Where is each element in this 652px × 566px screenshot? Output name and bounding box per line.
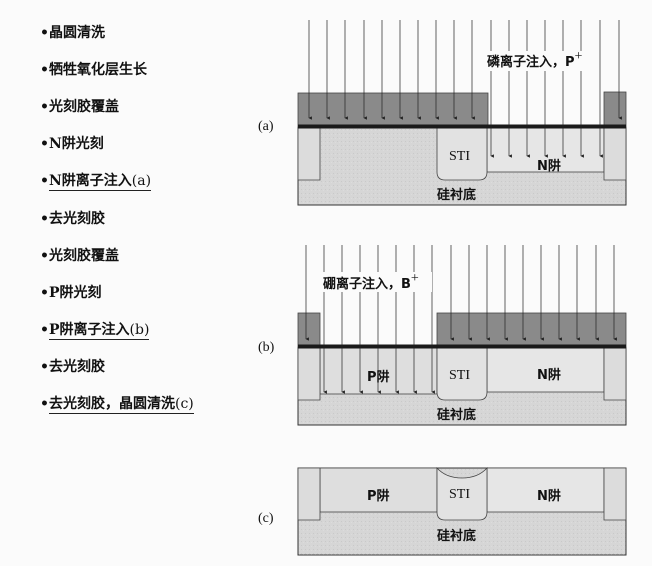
process-step: •N阱光刻: [40, 133, 104, 153]
p-well-label-c: P阱: [367, 489, 390, 504]
p-well: [319, 346, 438, 395]
process-step-label: 光刻胶覆盖: [49, 248, 119, 264]
panel-c-label: (c): [258, 511, 274, 526]
panel-a-diagram: 磷离子注入，P+ STI N阱 硅衬底: [297, 20, 627, 206]
process-step: •去光刻胶，晶圆清洗(c): [40, 393, 194, 414]
n-well: [486, 126, 605, 173]
panel-b-diagram: 硼离子注入，B+ P阱 STI N阱 硅衬底: [297, 245, 627, 426]
sti-left: [297, 126, 321, 181]
bullet-icon: •: [40, 285, 49, 301]
sti-center: [436, 126, 488, 181]
panel-a-label: (a): [258, 119, 274, 134]
implant-arrows-b: [305, 245, 617, 394]
bullet-icon: •: [40, 359, 49, 375]
n-well-label-b: N阱: [537, 368, 561, 383]
sacrificial-oxide: [298, 344, 626, 349]
bullet-icon: •: [40, 62, 49, 78]
process-step: •去光刻胶: [40, 208, 105, 228]
n-well-label-a: N阱: [537, 159, 561, 174]
bullet-icon: •: [40, 25, 49, 41]
process-step: •牺牲氧化层生长: [40, 59, 147, 79]
process-step-label: N阱光刻: [49, 136, 104, 152]
implant-label-b: 硼离子注入，B+: [323, 271, 419, 292]
process-step-label: 去光刻胶: [49, 359, 105, 375]
sti-right: [603, 346, 627, 401]
process-step-label: 牺牲氧化层生长: [49, 62, 147, 78]
process-step: •P阱光刻: [40, 282, 102, 302]
photoresist-right: [436, 312, 627, 347]
sti-left: [297, 467, 321, 521]
process-step: •光刻胶覆盖: [40, 96, 119, 116]
sti-right: [603, 126, 627, 181]
process-step: •N阱离子注入(a): [40, 170, 152, 191]
process-step-label: P阱光刻: [49, 285, 102, 301]
sti-center: [436, 346, 488, 401]
implant-arrows-a: [308, 20, 622, 158]
bullet-icon: •: [40, 173, 49, 189]
sti-right: [603, 467, 627, 521]
substrate-label-a: 硅衬底: [437, 187, 476, 203]
photoresist-right: [603, 91, 627, 127]
process-step-label: N阱离子注入(a): [49, 173, 152, 191]
photoresist-left: [297, 92, 489, 127]
p-well-label-b: P阱: [367, 370, 390, 385]
panel-c-diagram: P阱 STI N阱 硅衬底: [297, 466, 627, 556]
bullet-icon: •: [40, 248, 49, 264]
bullet-icon: •: [40, 136, 49, 152]
substrate-label-b: 硅衬底: [437, 407, 476, 423]
process-step: •P阱离子注入(b): [40, 319, 150, 340]
process-step-label: 去光刻胶，晶圆清洗(c): [49, 396, 194, 414]
process-step-label: P阱离子注入(b): [49, 322, 150, 340]
bullet-icon: •: [40, 211, 49, 227]
sti-label-c: STI: [449, 487, 470, 502]
implant-label-a: 磷离子注入，P+: [487, 49, 583, 70]
bullet-icon: •: [40, 396, 49, 412]
process-step-label: 光刻胶覆盖: [49, 99, 119, 115]
substrate-label-c: 硅衬底: [437, 528, 476, 544]
process-step-label: 晶圆清洗: [49, 25, 105, 41]
process-step: •光刻胶覆盖: [40, 245, 119, 265]
process-step: •晶圆清洗: [40, 22, 105, 42]
sti-left: [297, 346, 321, 401]
process-step-label: 去光刻胶: [49, 211, 105, 227]
sti-label-b: STI: [449, 368, 470, 383]
bullet-icon: •: [40, 322, 49, 338]
panel-b-label: (b): [258, 340, 275, 355]
photoresist-left: [297, 312, 321, 347]
bullet-icon: •: [40, 99, 49, 115]
sti-center: [436, 466, 488, 521]
sti-label-a: STI: [449, 149, 470, 164]
sacrificial-oxide: [298, 124, 626, 129]
n-well-label-c: N阱: [537, 489, 561, 504]
process-step: •去光刻胶: [40, 356, 105, 376]
